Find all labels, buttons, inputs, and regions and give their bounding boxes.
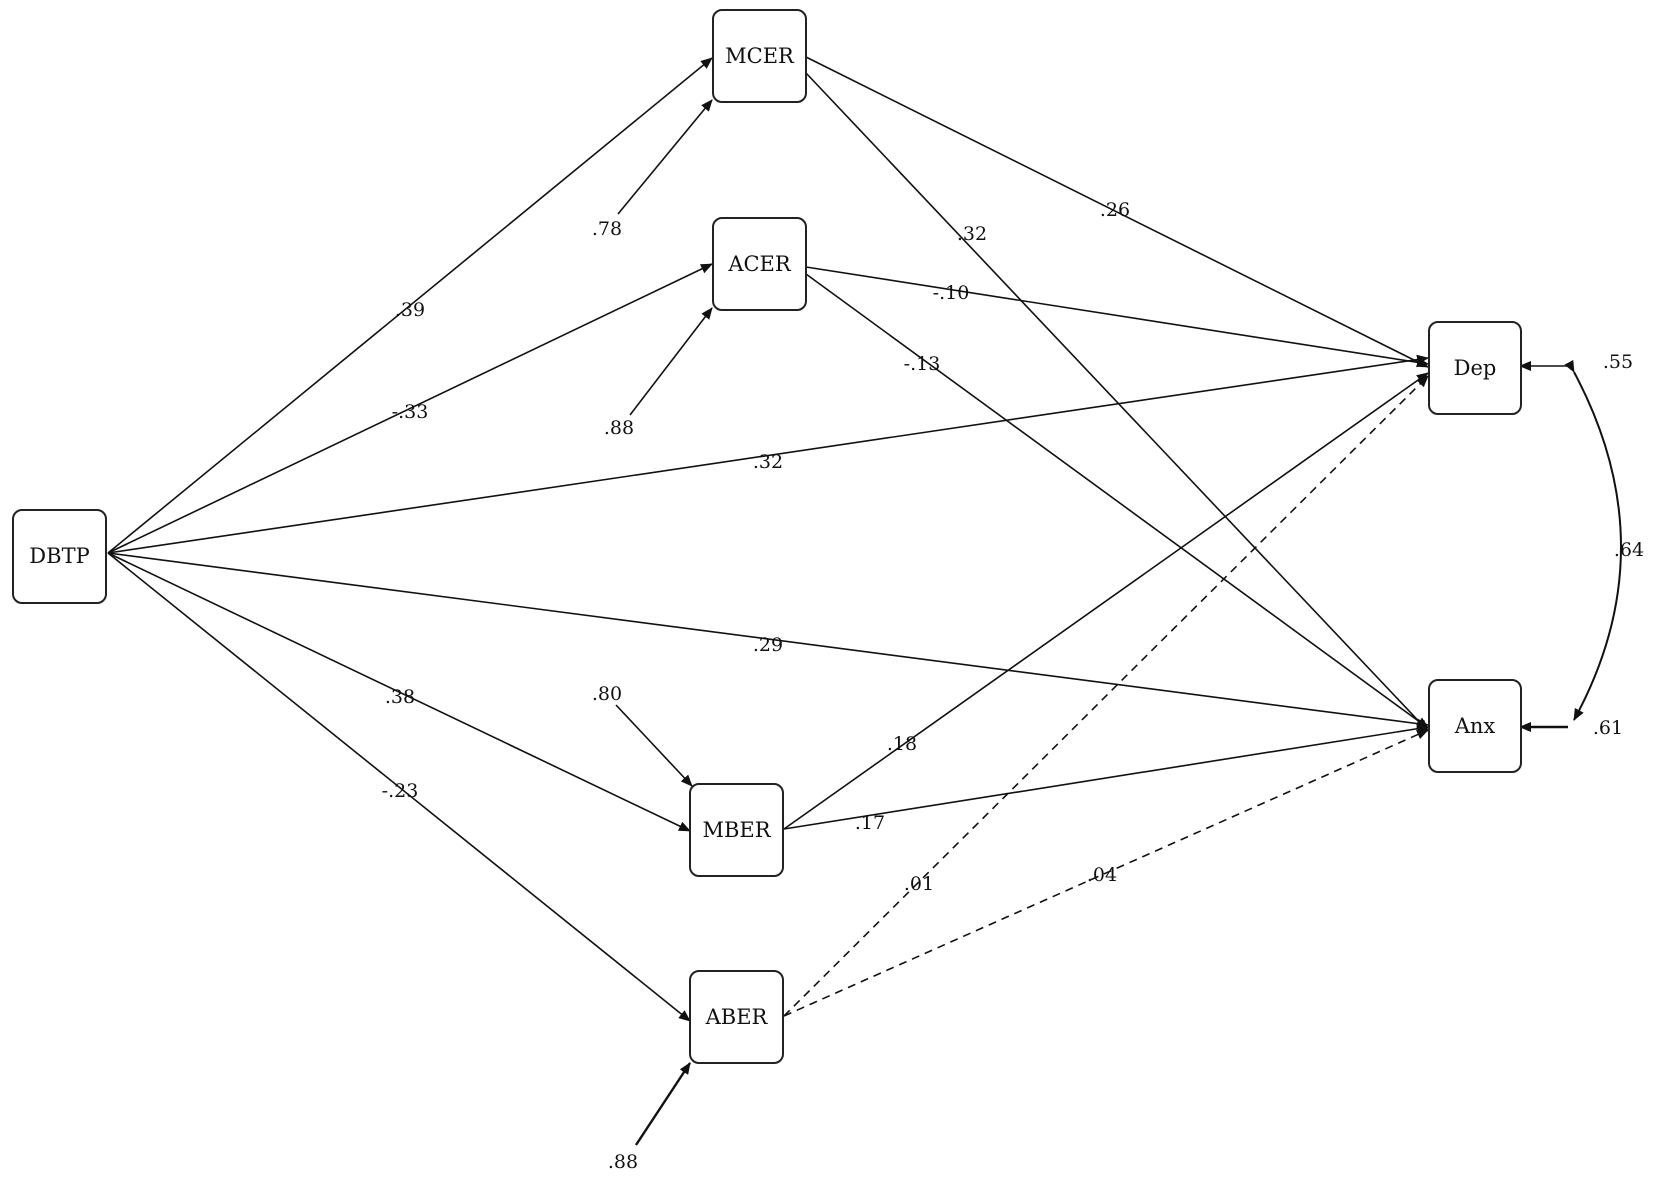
residual-aber: .88 <box>608 1151 638 1173</box>
edge-acer-anx <box>805 273 1429 729</box>
coef-dbtp-aber: -.23 <box>382 780 419 802</box>
edge-aber-dep <box>783 375 1429 1017</box>
residual-dep: .55 <box>1603 351 1633 373</box>
coef-dbtp-anx: .29 <box>753 634 783 656</box>
edge-dbtp-acer <box>107 263 713 554</box>
residual-arrow-mcer <box>617 99 713 215</box>
coef-aber-dep: .01 <box>904 873 934 895</box>
node-mber: MBER <box>689 783 784 877</box>
coef-acer-anx: -.13 <box>904 353 941 375</box>
coef-dbtp-acer: -.33 <box>392 401 429 423</box>
edge-mber-anx <box>783 723 1429 830</box>
residual-mber: .80 <box>592 683 622 705</box>
node-aber: ABER <box>689 970 784 1064</box>
coef-mcer-dep: .26 <box>1100 199 1130 221</box>
correlation-curve-dep-anx <box>1564 359 1622 721</box>
edge-dbtp-anx <box>107 552 1429 729</box>
path-coefficients: .39 -.33 .32 .29 .38 -.23 .26 .32 -.10 -… <box>382 199 1130 895</box>
edges <box>107 56 1622 1146</box>
node-label-mcer: MCER <box>725 44 795 68</box>
correlation-dep-anx: .64 <box>1614 539 1644 561</box>
coef-dbtp-mcer: .39 <box>395 299 425 321</box>
coef-dbtp-dep: .32 <box>753 451 783 473</box>
residual-labels: .78 .88 .80 .88 .55 .61 .64 <box>592 218 1644 1173</box>
residual-mcer: .78 <box>592 218 622 240</box>
residual-arrow-mber <box>615 704 693 787</box>
coef-mber-dep: .18 <box>887 733 917 755</box>
residual-acer: .88 <box>604 417 634 439</box>
node-label-dep: Dep <box>1454 356 1497 380</box>
node-acer: ACER <box>712 217 807 311</box>
edge-dbtp-aber <box>107 552 691 1022</box>
residual-anx: .61 <box>1593 717 1623 739</box>
residual-arrow-acer <box>629 307 713 416</box>
node-mcer: MCER <box>712 9 807 103</box>
edge-mber-dep <box>783 372 1429 830</box>
coef-mber-anx: .17 <box>855 812 885 834</box>
coef-dbtp-mber: .38 <box>385 686 415 708</box>
node-label-mber: MBER <box>702 818 771 842</box>
edge-mcer-anx <box>805 72 1429 732</box>
node-anx: Anx <box>1428 679 1522 773</box>
coef-mcer-anx: .32 <box>957 223 987 245</box>
edge-dbtp-mcer <box>107 57 713 554</box>
node-label-acer: ACER <box>727 252 792 276</box>
edge-acer-dep <box>805 266 1429 368</box>
node-dep: Dep <box>1428 321 1522 415</box>
node-label-anx: Anx <box>1454 714 1496 738</box>
node-label-aber: ABER <box>705 1005 769 1029</box>
node-label-dbtp: DBTP <box>29 544 89 568</box>
coef-acer-dep: -.10 <box>933 282 970 304</box>
node-dbtp: DBTP <box>12 509 107 604</box>
edge-dbtp-mber <box>107 552 691 832</box>
edge-aber-anx <box>783 729 1429 1017</box>
coef-aber-anx: .04 <box>1087 864 1117 886</box>
residual-arrow-aber <box>634 1062 692 1146</box>
edge-dbtp-dep <box>107 354 1429 554</box>
edge-mcer-dep <box>805 56 1429 368</box>
